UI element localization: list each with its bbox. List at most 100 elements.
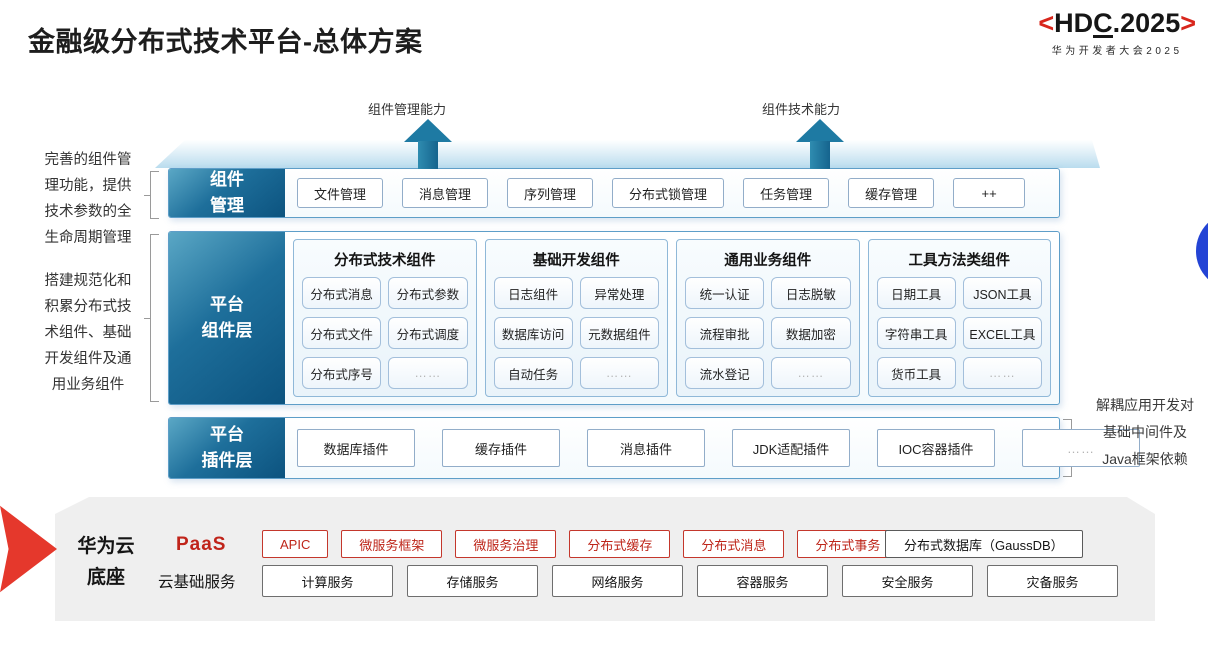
component-cell: 日志脱敏 — [771, 277, 851, 309]
plugin-chip: 数据库插件 — [297, 429, 415, 467]
plugin-chip: …… — [1022, 429, 1140, 467]
iaas-chip: 存储服务 — [407, 565, 538, 597]
component-cell: 自动任务 — [493, 357, 573, 389]
hdc-logo-text: <HDC.2025> — [1038, 8, 1196, 39]
logo-rest: .2025 — [1112, 8, 1181, 38]
component-group-title: 分布式技术组件 — [334, 253, 436, 269]
platform-plugin-layer-label: 平台 插件层 — [169, 418, 285, 478]
component-cell: 数据加密 — [771, 317, 851, 349]
logo-right-bracket: > — [1180, 8, 1196, 38]
iaas-chip: 计算服务 — [262, 565, 393, 597]
component-cell: …… — [579, 357, 659, 389]
paas-chip: 分布式事务 — [797, 530, 899, 558]
component-cell: EXCEL工具 — [962, 317, 1042, 349]
management-chip: ++ — [953, 178, 1026, 208]
paas-chip: 分布式缓存 — [569, 530, 671, 558]
component-group-title: 工具方法类组件 — [908, 253, 1011, 269]
component-cell: 分布式文件 — [302, 317, 382, 349]
paas-chip: 分布式消息 — [683, 530, 785, 558]
management-chip: 任务管理 — [743, 178, 830, 208]
component-group-title: 基础开发组件 — [532, 253, 620, 269]
up-arrow-icon — [404, 119, 452, 142]
management-chip: 消息管理 — [402, 178, 489, 208]
plugin-chip: 缓存插件 — [442, 429, 560, 467]
note-component-building: 搭建规范化和 积累分布式技 术组件、基础 开发组件及通 用业务组件 — [44, 273, 132, 393]
iaas-chip: 安全服务 — [842, 565, 973, 597]
paas-chip: APIC — [262, 530, 329, 558]
component-cell: JSON工具 — [962, 277, 1042, 309]
component-cell: 异常处理 — [579, 277, 659, 309]
hdc-logo-subtitle: 华为开发者大会2025 — [1051, 46, 1183, 57]
component-cell: 货币工具 — [876, 357, 956, 389]
up-arrow-icon — [796, 119, 844, 142]
paas-label: PaaS — [176, 534, 227, 555]
component-management-label: 组件 管理 — [169, 169, 285, 217]
plugin-chip: JDK适配插件 — [732, 429, 850, 467]
plugin-chip: 消息插件 — [587, 429, 705, 467]
component-cell: 日期工具 — [876, 277, 956, 309]
paas-chip: 微服务治理 — [455, 530, 557, 558]
note-component-management: 完善的组件管 理功能，提供 技术参数的全 生命周期管理 — [44, 152, 132, 246]
component-cell: 分布式调度 — [388, 317, 468, 349]
logo-left-bracket: < — [1038, 8, 1055, 38]
management-chip: 分布式锁管理 — [612, 178, 725, 208]
component-group-grid: 统一认证日志脱敏流程审批数据加密流水登记…… — [685, 277, 851, 389]
blue-circle-ornament — [1196, 212, 1208, 290]
technical-capability-label: 组件技术能力 — [762, 102, 841, 117]
logo-hd: HD — [1054, 8, 1094, 38]
iaas-chip: 灾备服务 — [987, 565, 1118, 597]
management-chip: 文件管理 — [297, 178, 384, 208]
platform-plugin-layer-row: 平台 插件层 数据库插件缓存插件消息插件 JDK适配插件 IOC容器插件 …… — [168, 417, 1140, 479]
paas-chip: 微服务框架 — [341, 530, 443, 558]
up-arrow-stem — [418, 141, 438, 169]
component-cell: 字符串工具 — [876, 317, 956, 349]
component-cell: 日志组件 — [493, 277, 573, 309]
component-cell: 分布式参数 — [388, 277, 468, 309]
page-title: 金融级分布式技术平台-总体方案 — [28, 27, 423, 57]
perspective-top-band — [155, 140, 1100, 168]
management-chip: 序列管理 — [507, 178, 594, 208]
logo-c-underlined: C — [1093, 8, 1113, 39]
platform-component-layer-label: 平台 组件层 — [169, 232, 285, 404]
component-group: 分布式技术组件 分布式消息分布式参数分布式文件分布式调度分布式序号…… — [293, 239, 477, 397]
huawei-cloud-foundation-label: 华为云 底座 — [77, 536, 135, 588]
component-management-row: 组件 管理 文件管理消息管理序列管理分布式锁管理任务管理缓存管理 ++ — [168, 168, 1060, 218]
component-group-grid: 日志组件异常处理数据库访问元数据组件自动任务…… — [493, 277, 659, 389]
gaussdb-chip: 分布式数据库（GaussDB） — [885, 530, 1083, 558]
management-chip-list: 文件管理消息管理序列管理分布式锁管理任务管理缓存管理 ++ — [297, 169, 1059, 217]
left-bracket-row2 — [144, 234, 159, 402]
iaas-chip: 容器服务 — [697, 565, 828, 597]
component-cell: 流水登记 — [685, 357, 765, 389]
component-group-grid: 分布式消息分布式参数分布式文件分布式调度分布式序号…… — [302, 277, 468, 389]
huawei-cloud-foundation-slab — [55, 497, 1155, 621]
component-cell: 分布式消息 — [302, 277, 382, 309]
platform-component-layer-row: 平台 组件层 分布式技术组件 分布式消息分布式参数分布式文件分布式调度分布式序号… — [168, 231, 1060, 405]
component-cell: 流程审批 — [685, 317, 765, 349]
component-group-list: 分布式技术组件 分布式消息分布式参数分布式文件分布式调度分布式序号…… 基础开发… — [293, 232, 1059, 404]
component-group: 通用业务组件 统一认证日志脱敏流程审批数据加密流水登记…… — [676, 239, 860, 397]
iaas-chip: 网络服务 — [552, 565, 683, 597]
component-cell: …… — [388, 357, 468, 389]
paas-chip-list: APIC 微服务框架微服务治理分布式缓存分布式消息分布式事务 — [262, 530, 899, 558]
plugin-chip: IOC容器插件 — [877, 429, 995, 467]
hdc-2025-logo: <HDC.2025> 华为开发者大会2025 — [1038, 8, 1196, 57]
red-arrow-icon — [0, 505, 57, 593]
component-cell: 数据库访问 — [493, 317, 573, 349]
cloud-basic-services-label: 云基础服务 — [158, 574, 236, 591]
component-group: 基础开发组件 日志组件异常处理数据库访问元数据组件自动任务…… — [484, 239, 668, 397]
component-cell: 分布式序号 — [302, 357, 382, 389]
component-cell: 统一认证 — [685, 277, 765, 309]
component-group-title: 通用业务组件 — [724, 253, 812, 269]
component-cell: …… — [962, 357, 1042, 389]
left-bracket-row1 — [144, 171, 159, 219]
up-arrow-stem — [810, 141, 830, 169]
component-cell: …… — [771, 357, 851, 389]
iaas-chip-list: 计算服务存储服务网络服务容器服务安全服务灾备服务 — [262, 565, 1118, 597]
component-cell: 元数据组件 — [579, 317, 659, 349]
management-capability-label: 组件管理能力 — [368, 102, 447, 117]
management-chip: 缓存管理 — [848, 178, 935, 208]
note-decoupling: 解耦应用开发对 基础中间件及 Java框架依赖 — [1096, 397, 1194, 467]
